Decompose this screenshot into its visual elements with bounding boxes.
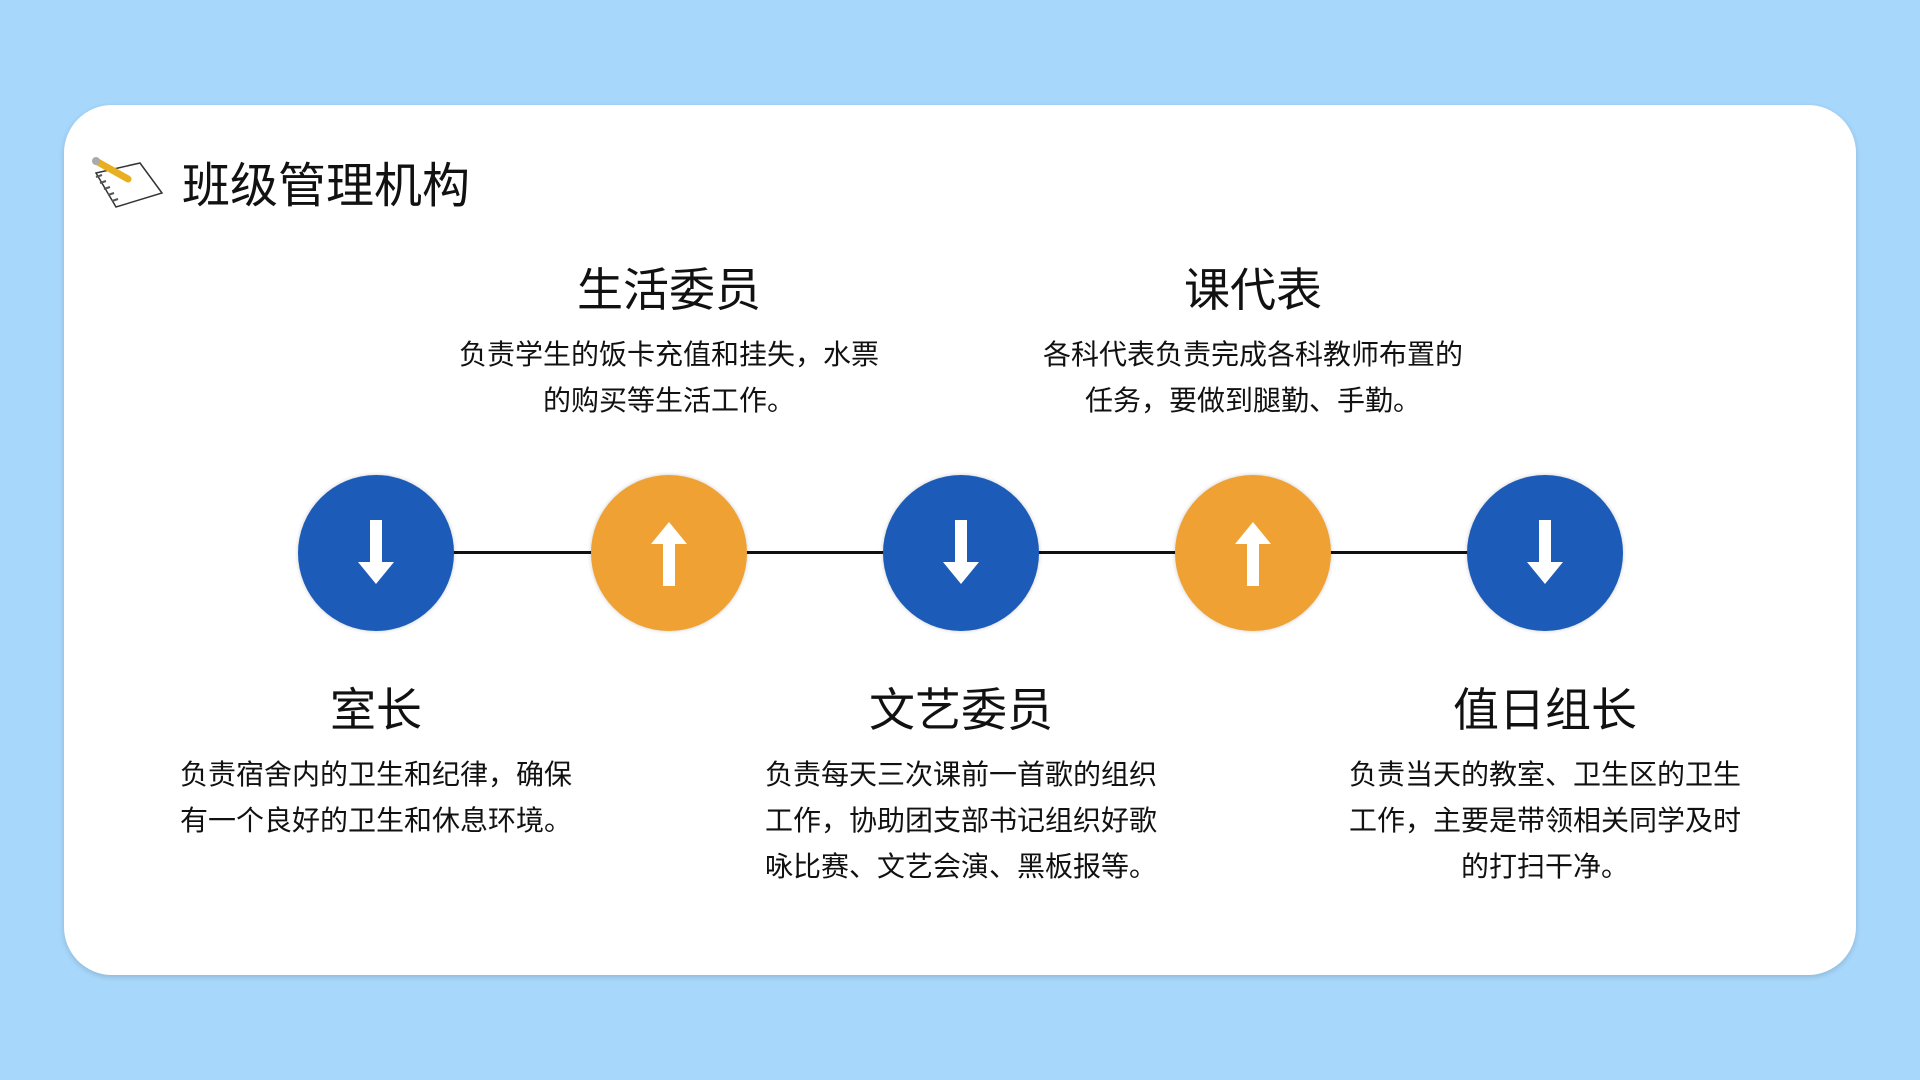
arrow-down-icon: [943, 520, 979, 584]
role-1: 生活委员负责学生的饭卡充值和挂失，水票的购买等生活工作。: [439, 260, 899, 424]
role-heading: 值日组长: [1453, 683, 1637, 737]
role-heading: 生活委员: [577, 263, 761, 317]
role-0: 室长负责宿舍内的卫生和纪律，确保有一个良好的卫生和休息环境。: [156, 680, 596, 844]
page-title: 班级管理机构: [182, 158, 471, 214]
role-2: 文艺委员负责每天三次课前一首歌的组织工作，协助团支部书记组织好歌咏比赛、文艺会演…: [741, 680, 1181, 890]
timeline-node: [1175, 475, 1331, 631]
role-heading: 室长: [330, 683, 422, 737]
timeline-node: [298, 475, 454, 631]
arrow-up-icon: [651, 522, 687, 586]
role-description: 负责每天三次课前一首歌的组织工作，协助团支部书记组织好歌咏比赛、文艺会演、黑板报…: [764, 758, 1157, 883]
role-description: 负责当天的教室、卫生区的卫生工作，主要是带领相关同学及时的打扫干净。: [1348, 758, 1741, 883]
timeline-node: [591, 475, 747, 631]
notebook-pencil-icon: [92, 157, 164, 208]
arrow-down-icon: [358, 520, 394, 584]
role-heading: 文艺委员: [869, 683, 1053, 737]
role-description: 负责学生的饭卡充值和挂失，水票的购买等生活工作。: [458, 338, 879, 417]
arrow-up-icon: [1235, 522, 1271, 586]
role-4: 值日组长负责当天的教室、卫生区的卫生工作，主要是带领相关同学及时的打扫干净。: [1325, 680, 1765, 890]
timeline-node: [883, 475, 1039, 631]
arrow-down-icon: [1527, 520, 1563, 584]
role-heading: 课代表: [1184, 263, 1322, 317]
timeline-node: [1467, 475, 1623, 631]
role-description: 负责宿舍内的卫生和纪律，确保有一个良好的卫生和休息环境。: [179, 758, 572, 837]
role-description: 各科代表负责完成各科教师布置的任务，要做到腿勤、手勤。: [1042, 338, 1463, 417]
role-3: 课代表各科代表负责完成各科教师布置的任务，要做到腿勤、手勤。: [1023, 260, 1483, 424]
